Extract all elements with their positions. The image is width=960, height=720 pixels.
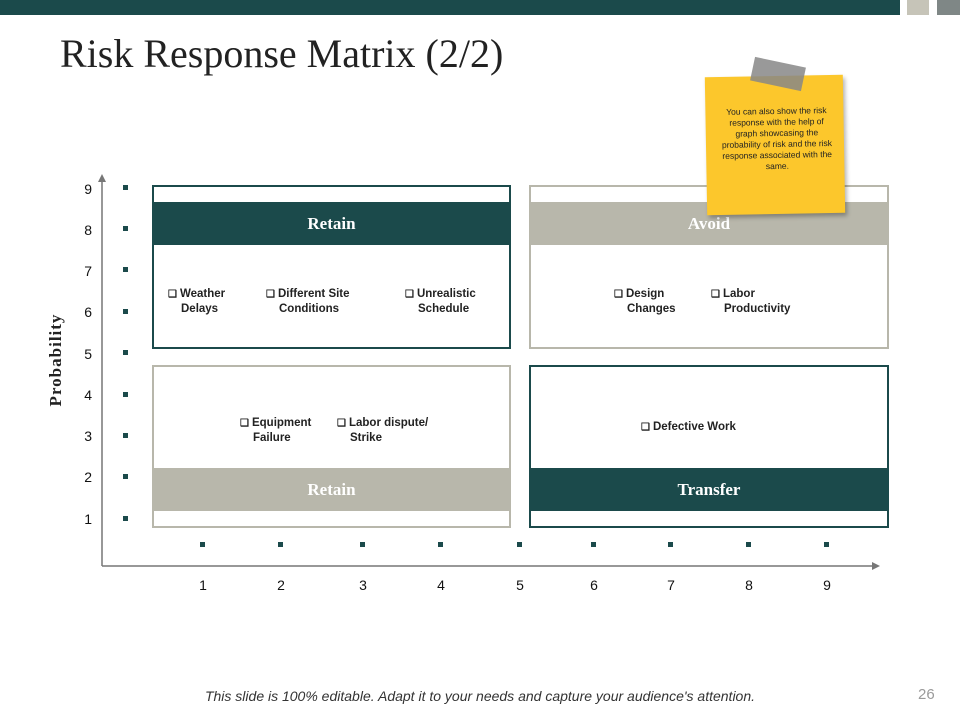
sticky-note: You can also show the risk response with… — [704, 74, 846, 216]
y-marker-dot — [123, 392, 128, 397]
x-tick: 9 — [823, 577, 831, 593]
x-tick: 8 — [745, 577, 753, 593]
page-number: 26 — [918, 686, 935, 703]
footer-caption: This slide is 100% editable. Adapt it to… — [204, 688, 756, 704]
x-tick: 5 — [516, 577, 524, 593]
y-tick: 3 — [84, 428, 92, 444]
sticky-note-text: You can also show the risk response with… — [721, 105, 833, 172]
y-marker-dot — [123, 185, 128, 190]
x-marker-dot — [200, 542, 205, 547]
y-tick: 4 — [84, 387, 92, 403]
page-title: Risk Response Matrix (2/2) — [60, 31, 504, 76]
top-accent-bar — [0, 0, 900, 15]
y-tick: 2 — [84, 469, 92, 485]
x-marker-dot — [438, 542, 443, 547]
risk-item-defective-work: Defective Work — [641, 420, 736, 435]
y-marker-dot — [123, 309, 128, 314]
x-marker-dot — [668, 542, 673, 547]
y-tick: 6 — [84, 304, 92, 320]
y-marker-dot — [123, 433, 128, 438]
x-marker-dot — [360, 542, 365, 547]
y-marker-dot — [123, 267, 128, 272]
quadrant-label-retain: Retain — [154, 202, 509, 245]
x-tick: 6 — [590, 577, 598, 593]
y-tick: 7 — [84, 263, 92, 279]
y-axis-label: Probability — [46, 313, 65, 407]
x-tick: 7 — [667, 577, 675, 593]
quadrant-label-transfer: Transfer — [531, 468, 887, 511]
x-tick: 4 — [437, 577, 445, 593]
risk-item-labor-dispute-strike: Labor dispute/Strike — [337, 416, 428, 445]
y-axis-arrowhead — [98, 174, 106, 182]
quadrant-bottom-right: Transfer Defective Work — [529, 365, 889, 528]
y-tick: 9 — [84, 181, 92, 197]
y-marker-dot — [123, 350, 128, 355]
x-tick: 2 — [277, 577, 285, 593]
x-tick: 1 — [199, 577, 207, 593]
y-marker-dot — [123, 474, 128, 479]
x-marker-dot — [517, 542, 522, 547]
y-tick: 5 — [84, 346, 92, 362]
x-marker-dot — [278, 542, 283, 547]
top-accent-square-light — [907, 0, 929, 15]
x-marker-dot — [824, 542, 829, 547]
x-marker-dot — [591, 542, 596, 547]
y-tick: 8 — [84, 222, 92, 238]
x-axis-arrowhead — [872, 562, 880, 570]
y-tick: 1 — [84, 511, 92, 527]
y-marker-dot — [123, 226, 128, 231]
top-accent-square-dark — [937, 0, 960, 15]
x-marker-dot — [746, 542, 751, 547]
x-tick: 3 — [359, 577, 367, 593]
quadrant-label-retain: Retain — [154, 468, 509, 511]
y-marker-dot — [123, 516, 128, 521]
